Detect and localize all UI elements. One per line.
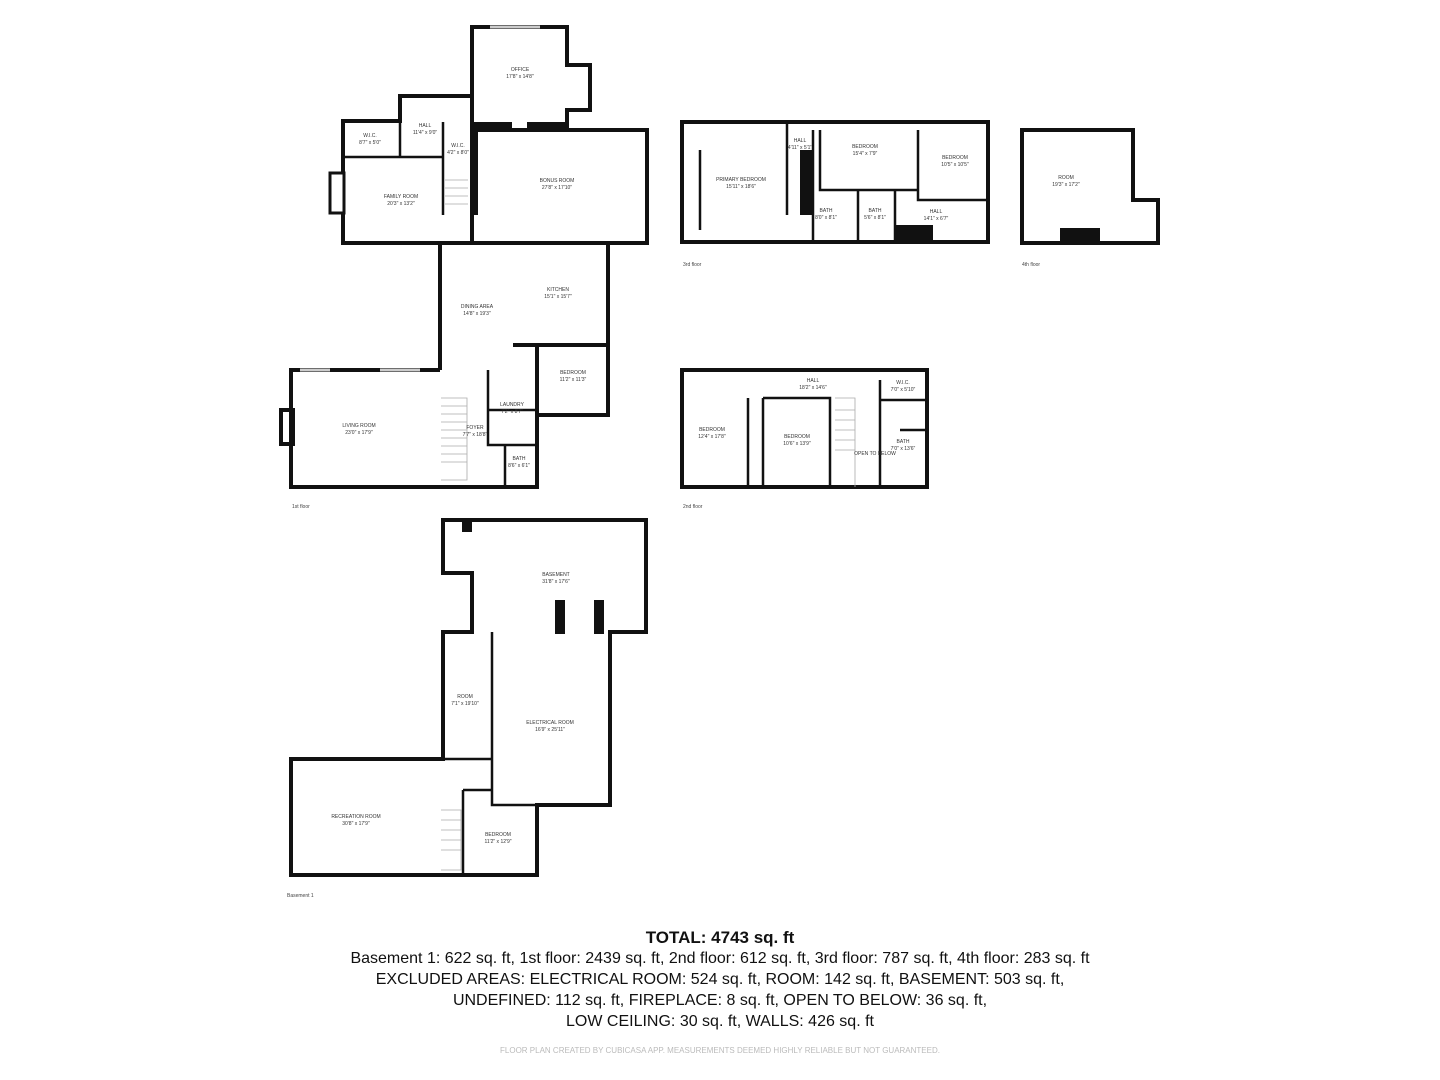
room-name: ROOM (457, 694, 473, 700)
excluded-areas-3: LOW CEILING: 30 sq. ft, WALLS: 426 sq. f… (566, 1013, 874, 1030)
floor-label: Basement 1 (287, 893, 314, 899)
room-dims: 16'9" x 25'11" (535, 727, 565, 733)
room-name: BEDROOM (942, 155, 968, 161)
room-name: HALL (930, 209, 943, 215)
room-dims: 4'11" x 5'1" (788, 145, 812, 151)
excluded-areas-2: UNDEFINED: 112 sq. ft, FIREPLACE: 8 sq. … (452, 992, 988, 1009)
disclaimer: FLOOR PLAN CREATED BY CUBICASA APP. MEAS… (500, 1046, 940, 1055)
room-name: DINING AREA (461, 304, 494, 310)
room-dims: 5'6" x 8'1" (864, 215, 886, 221)
room-name: BONUS ROOM (540, 178, 575, 184)
room-dims: 7'1" x 19'10" (451, 701, 479, 707)
room-dims: 4'2" x 8'0" (447, 150, 469, 156)
room-name: HALL (794, 138, 807, 144)
room-name: LIVING ROOM (342, 423, 375, 429)
room-name: BEDROOM (560, 370, 586, 376)
room-name: KITCHEN (547, 287, 569, 293)
room-dims: 19'3" x 17'2" (1052, 182, 1080, 188)
excluded-areas-1: EXCLUDED AREAS: ELECTRICAL ROOM: 524 sq.… (375, 971, 1065, 988)
room-name: PRIMARY BEDROOM (716, 177, 766, 183)
floor-areas: Basement 1: 622 sq. ft, 1st floor: 2439 … (350, 950, 1090, 967)
room-dims: 11'2" x 12'9" (484, 839, 511, 845)
room-name: BEDROOM (852, 144, 878, 150)
room-name: HALL (419, 123, 432, 129)
room-dims: 14'1" x 6'7" (924, 216, 949, 222)
room-dims: 17'8" x 14'8" (506, 74, 534, 80)
room-dims: 11'4" x 9'0" (413, 130, 437, 136)
room-dims: 27'8" x 17'10" (542, 185, 572, 191)
fireplace (328, 171, 346, 215)
room-name: BASEMENT (542, 572, 570, 578)
total-area: TOTAL: 4743 sq. ft (645, 928, 795, 947)
floor-label: 3rd floor (683, 262, 702, 268)
room-dims: 31'8" x 17'6" (542, 579, 570, 585)
room-name: OPEN TO BELOW (854, 451, 896, 457)
fourth-floor-walls (1020, 128, 1160, 245)
room-name: FAMILY ROOM (384, 194, 418, 200)
room-name: W.I.C. (363, 133, 377, 139)
room-name: LAUNDRY (500, 402, 524, 408)
room-name: OFFICE (511, 67, 530, 73)
room-dims: 23'0" x 17'9" (345, 430, 373, 436)
room-dims: 11'2" x 11'3" (560, 377, 587, 383)
floor-label: 2nd floor (683, 504, 703, 510)
room-dims: 8'7" x 5'0" (359, 140, 381, 146)
room-dims: 8'0" x 8'1" (815, 215, 837, 221)
room-name: BATH (869, 208, 882, 214)
room-dims: 7'2" x 8'7" (501, 409, 523, 415)
room-dims: 7'0" x 5'10" (891, 387, 916, 393)
room-name: BEDROOM (485, 832, 511, 838)
room-dims: 7'7" x 18'8" (463, 432, 488, 438)
room-dims: 15'1" x 15'7" (544, 294, 572, 300)
second-floor-walls (680, 368, 929, 489)
room-dims: 10'5" x 10'5" (941, 162, 969, 168)
room-name: FOYER (466, 425, 484, 431)
floor-label: 4th floor (1022, 262, 1040, 268)
room-name: BEDROOM (699, 427, 725, 433)
room-dims: 12'4" x 17'8" (698, 434, 726, 440)
room-name: BATH (897, 439, 910, 445)
room-name: ROOM (1058, 175, 1074, 181)
room-dims: 30'8" x 17'9" (342, 821, 370, 827)
room-dims: 20'3" x 13'2" (387, 201, 415, 207)
room-name: HALL (807, 378, 820, 384)
room-name: W.I.C. (451, 143, 465, 149)
room-name: W.I.C. (896, 380, 910, 386)
room-name: BATH (820, 208, 833, 214)
room-dims: 7'0" x 13'6" (891, 446, 916, 452)
room-dims: 15'11" x 18'6" (726, 184, 756, 190)
floor-label: 1st floor (292, 504, 310, 510)
room-name: RECREATION ROOM (331, 814, 380, 820)
third-floor-walls (680, 120, 990, 244)
room-dims: 10'6" x 13'9" (783, 441, 811, 447)
room-dims: 18'2" x 14'6" (799, 385, 827, 391)
room-dims: 15'4" x 7'9" (853, 151, 878, 157)
first-floor-walls (279, 25, 649, 489)
room-dims: 14'8" x 19'3" (463, 311, 491, 317)
room-name: BATH (513, 456, 526, 462)
room-dims: 8'6" x 6'1" (508, 463, 530, 469)
room-name: ELECTRICAL ROOM (526, 720, 574, 726)
room-name: BEDROOM (784, 434, 810, 440)
basement-walls (289, 518, 648, 877)
